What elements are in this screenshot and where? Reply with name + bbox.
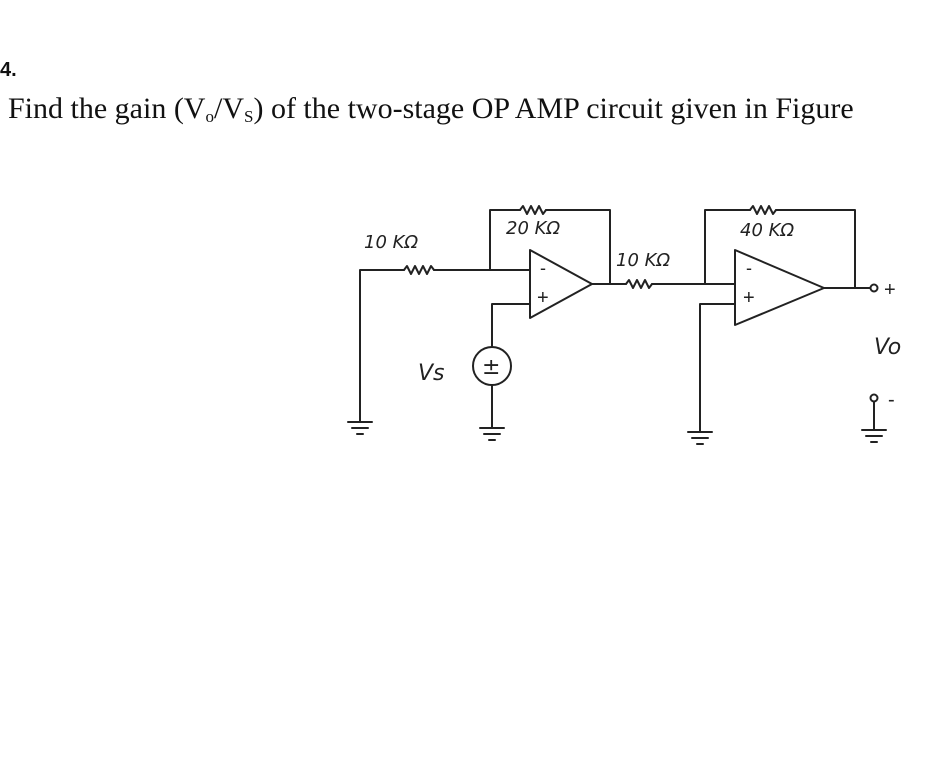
label-r1: 10 KΩ xyxy=(364,232,418,253)
output-terminal-minus xyxy=(869,393,879,403)
opamp1-plus: + xyxy=(537,287,549,309)
resistor-r4 xyxy=(749,205,777,215)
circuit-diagram: 10 KΩ 20 KΩ - + 10 KΩ ± Vs 40 KΩ xyxy=(347,205,901,445)
question-text-mid: /V xyxy=(213,92,244,125)
question-text-after: ) of the two-stage OP AMP circuit given … xyxy=(253,92,854,125)
label-r2: 20 KΩ xyxy=(506,218,560,239)
ground-left xyxy=(347,421,373,435)
question-text-before: Find the gain (V xyxy=(8,92,206,125)
ground-output xyxy=(861,429,887,443)
wire-feedback1 xyxy=(489,209,521,271)
wire-input-left xyxy=(359,269,405,423)
output-plus: + xyxy=(884,279,896,301)
opamp2-plus: + xyxy=(743,287,755,309)
question-text: Find the gain (Vo/VS) of the two-stage O… xyxy=(8,90,854,128)
resistor-r3 xyxy=(625,279,653,289)
resistor-r1 xyxy=(403,265,435,275)
wire-feedback2 xyxy=(704,209,751,285)
opamp1-minus: - xyxy=(540,258,546,278)
vo-subscript: o xyxy=(205,107,214,126)
vs-subscript: S xyxy=(243,107,254,126)
source-symbol: ± xyxy=(482,355,500,380)
output-terminal-plus xyxy=(869,283,879,293)
output-minus: - xyxy=(888,389,895,411)
label-r3: 10 KΩ xyxy=(616,250,670,271)
source-label: Vs xyxy=(418,361,445,386)
circuit-figure: 10 KΩ 20 KΩ - + 10 KΩ ± Vs 40 KΩ xyxy=(330,170,930,500)
wire-feedback2-right xyxy=(775,209,856,289)
resistor-r2 xyxy=(519,205,547,215)
wire-feedback1-right xyxy=(545,209,611,285)
output-label: Vo xyxy=(874,335,901,360)
opamp2-minus: - xyxy=(746,258,752,278)
ground-source xyxy=(479,427,505,441)
question-number: 4. xyxy=(0,59,17,81)
label-r4: 40 KΩ xyxy=(740,220,794,241)
opamp-1 xyxy=(529,249,593,319)
wire-noninv1 xyxy=(491,303,531,347)
opamp-2 xyxy=(734,249,825,326)
wire-noninv2 xyxy=(699,303,736,433)
ground-opamp2 xyxy=(687,431,713,445)
